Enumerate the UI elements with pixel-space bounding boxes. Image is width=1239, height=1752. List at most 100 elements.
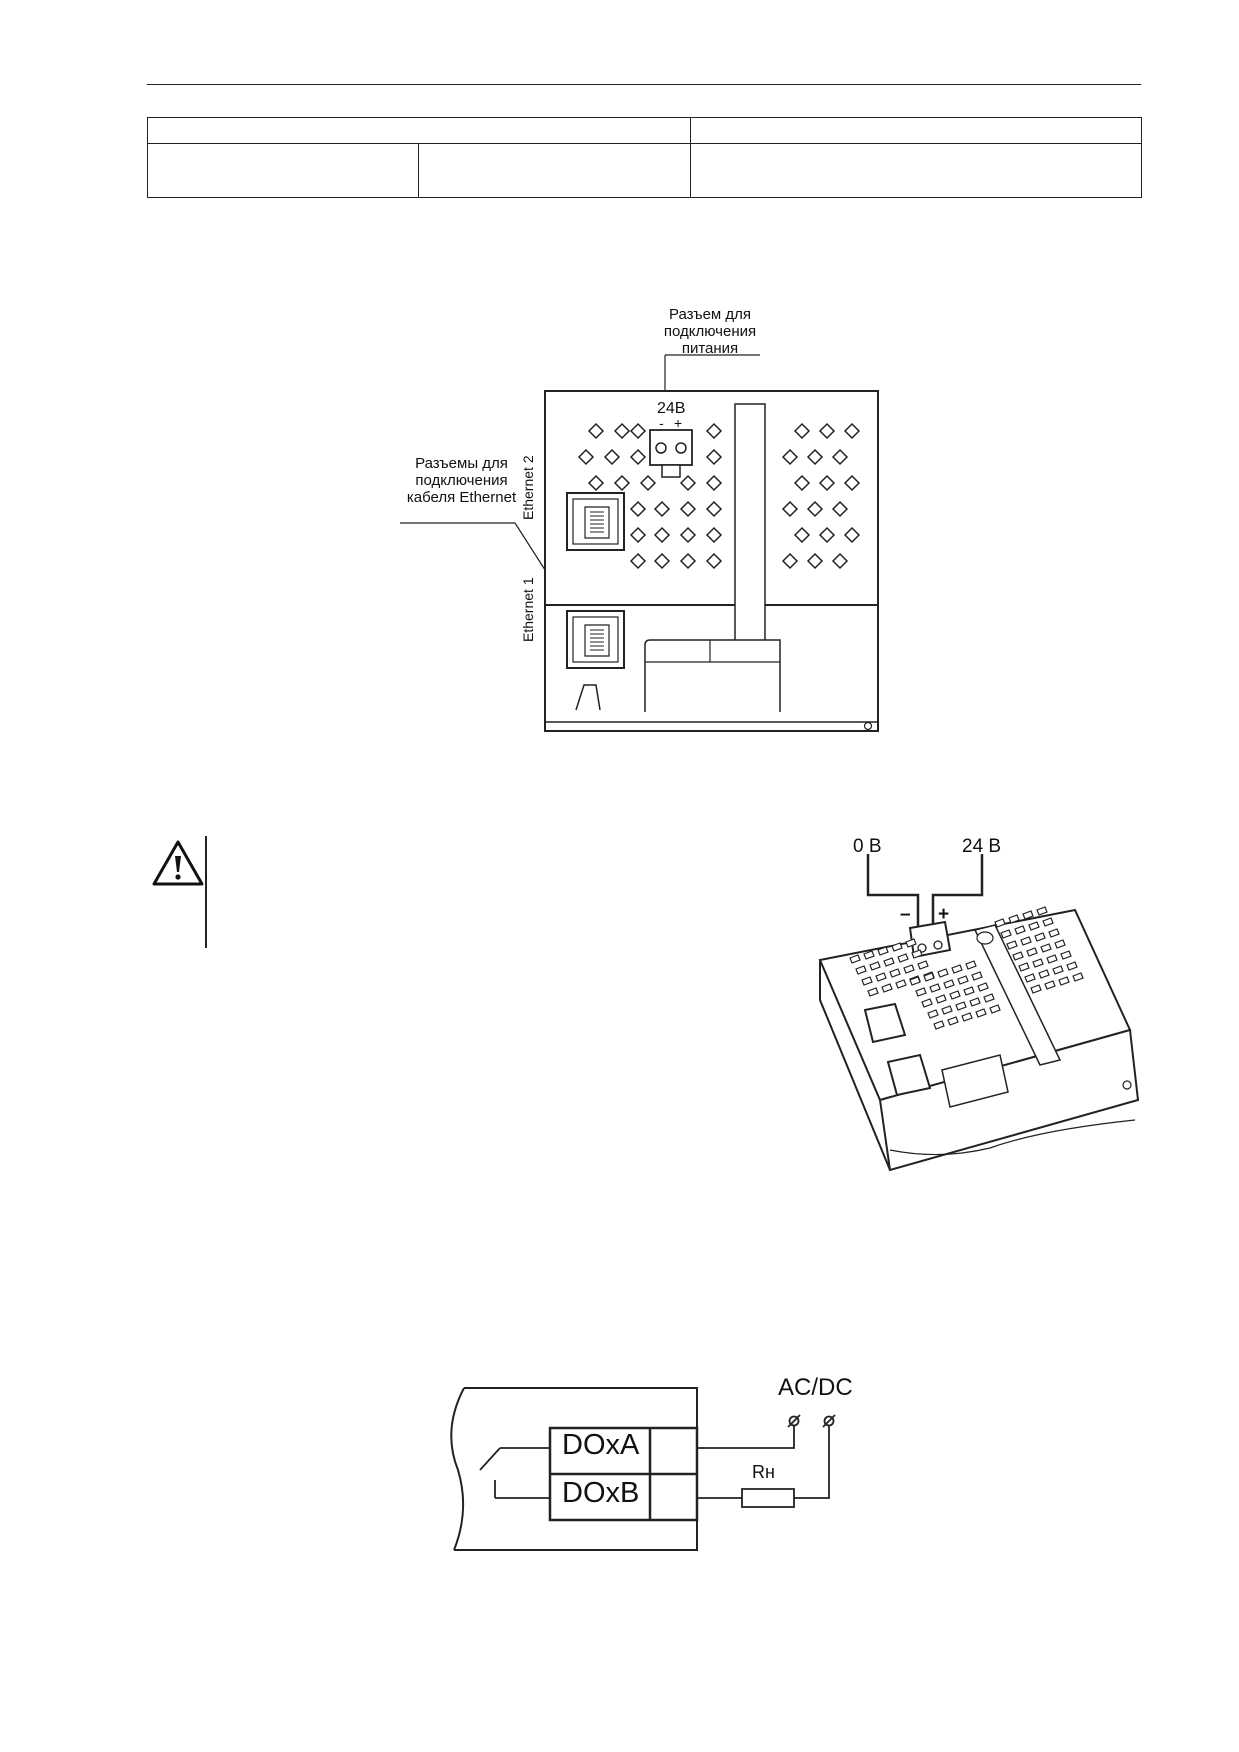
vent-hole — [895, 979, 907, 989]
vent-hole — [1000, 929, 1012, 939]
vent-hole — [1020, 936, 1032, 946]
vent-hole — [921, 998, 933, 1008]
vent-hole — [1036, 906, 1048, 916]
vent-hole — [653, 500, 671, 518]
terminal-doxb-label: DOxB — [562, 1477, 640, 1509]
vent-hole — [705, 500, 723, 518]
vent-hole — [983, 993, 995, 1003]
vent-hole — [653, 552, 671, 570]
table-cell — [147, 143, 419, 198]
voltage-label: 24В — [657, 400, 686, 417]
callout-line: питания — [681, 340, 739, 357]
vent-hole — [947, 1016, 959, 1026]
vent-hole — [949, 990, 961, 1000]
vent-hole — [994, 918, 1006, 928]
vent-hole — [915, 987, 927, 997]
vent-hole — [831, 500, 849, 518]
vent-hole — [781, 552, 799, 570]
vent-hole — [1032, 958, 1044, 968]
vent-hole — [867, 987, 879, 997]
vent-hole — [975, 1008, 987, 1018]
iso-minus-sign: – — [900, 904, 911, 925]
ethernet-1-label: Ethernet 1 — [520, 577, 536, 642]
vent-hole — [929, 983, 941, 993]
vent-hole — [923, 972, 935, 982]
vent-hole — [957, 975, 969, 985]
table-cell — [689, 117, 1143, 144]
ethernet-2-label: Ethernet 2 — [520, 455, 536, 520]
vent-hole — [818, 422, 836, 440]
vent-hole — [877, 946, 889, 956]
vent-hole — [883, 957, 895, 967]
vent-hole — [629, 422, 647, 440]
vent-hole — [705, 422, 723, 440]
vent-hole — [818, 526, 836, 544]
plus-sign: + — [674, 415, 683, 431]
vent-hole — [806, 448, 824, 466]
vent-hole — [1066, 961, 1078, 971]
vent-hole — [679, 474, 697, 492]
callout-line: кабеля Ethernet — [406, 489, 517, 506]
vent-hole — [806, 552, 824, 570]
vent-hole — [969, 997, 981, 1007]
vent-hole — [1028, 921, 1040, 931]
warning-triangle-icon — [152, 840, 204, 886]
vent-hole — [889, 968, 901, 978]
vent-hole — [843, 474, 861, 492]
warning-bar — [205, 836, 207, 948]
table-cell — [147, 117, 691, 144]
vent-hole — [1042, 917, 1054, 927]
vent-hole — [963, 986, 975, 996]
vent-hole — [705, 526, 723, 544]
vent-hole — [1012, 951, 1024, 961]
zero-volt-label: 0 В — [853, 836, 882, 857]
ac-dc-label: AC/DC — [778, 1374, 853, 1401]
vent-hole — [818, 474, 836, 492]
vent-hole — [831, 448, 849, 466]
vent-hole — [577, 448, 595, 466]
vent-hole — [793, 526, 811, 544]
device-front-view-figure — [400, 354, 879, 732]
vent-hole — [806, 500, 824, 518]
vent-hole — [863, 950, 875, 960]
vent-hole — [943, 979, 955, 989]
vent-hole — [1024, 973, 1036, 983]
ethernet-connectors-callout: Разъемы для подключения кабеля Ethernet — [394, 455, 529, 506]
vent-hole — [843, 422, 861, 440]
vent-hole — [1038, 969, 1050, 979]
power-connector-callout: Разъем для подключения питания — [620, 306, 800, 357]
vent-hole — [905, 938, 917, 948]
vent-hole — [843, 526, 861, 544]
vent-hole — [1030, 984, 1042, 994]
vent-hole — [1072, 972, 1084, 982]
vent-hole — [1022, 910, 1034, 920]
vent-hole — [679, 552, 697, 570]
vent-hole — [951, 964, 963, 974]
vent-hole — [971, 971, 983, 981]
twentyfour-volt-label: 24 В — [962, 836, 1002, 857]
vent-hole — [875, 972, 887, 982]
vent-hole — [1008, 914, 1020, 924]
vent-hole — [861, 976, 873, 986]
terminal-doxa-label: DOxA — [562, 1429, 640, 1461]
vent-hole — [897, 953, 909, 963]
vent-hole — [1052, 965, 1064, 975]
load-resistor-label: Rн — [752, 1462, 775, 1482]
device-isometric-figure — [818, 854, 1140, 1172]
vent-hole — [587, 474, 605, 492]
vent-hole — [933, 1020, 945, 1030]
vent-hole — [629, 500, 647, 518]
vent-hole — [855, 965, 867, 975]
vent-hole — [629, 526, 647, 544]
output-circuit-diagram — [450, 1387, 836, 1551]
vent-hole — [977, 982, 989, 992]
callout-line: Разъемы для — [415, 455, 508, 472]
vent-hole — [613, 474, 631, 492]
vent-hole — [705, 448, 723, 466]
header-rule — [147, 84, 1141, 85]
vent-hole — [613, 422, 631, 440]
vent-hole — [941, 1005, 953, 1015]
vent-hole — [961, 1012, 973, 1022]
callout-line: подключения — [663, 323, 757, 340]
vent-hole — [1018, 962, 1030, 972]
